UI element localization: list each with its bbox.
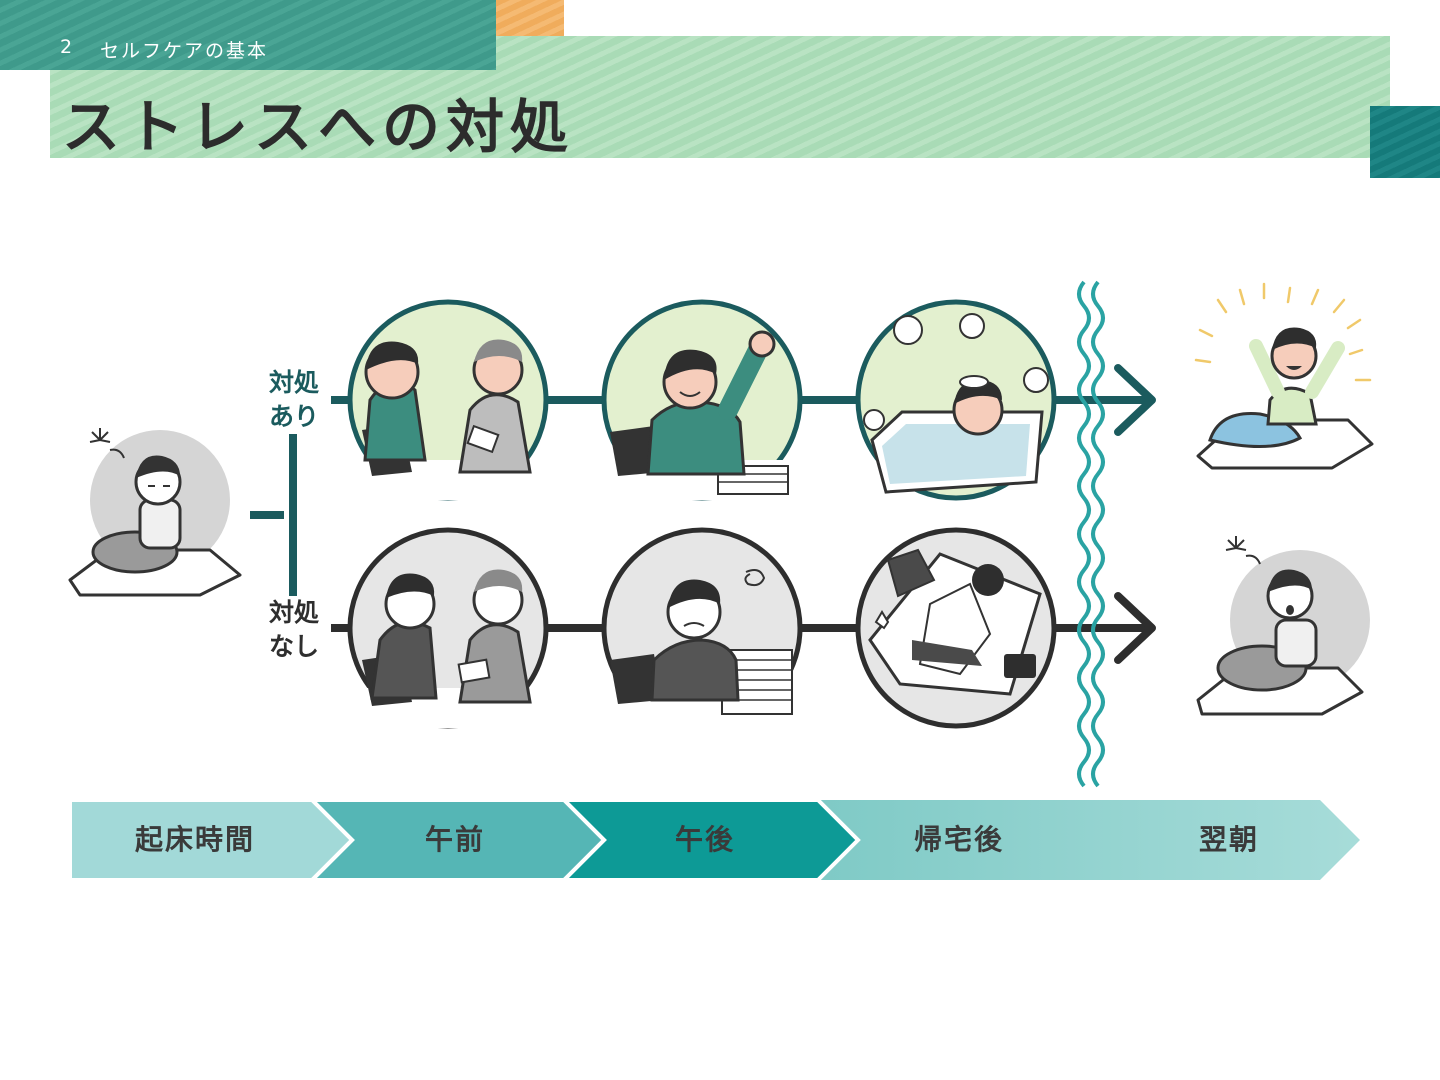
timeline-label-morning: 午前 xyxy=(424,823,485,856)
branch-label-without-coping-line1: 対処 xyxy=(257,596,331,630)
section-tab xyxy=(0,0,496,70)
branch-label-without-coping: 対処 なし xyxy=(257,596,331,664)
night-separator-wave xyxy=(1077,280,1105,788)
page-title: ストレスへの対処 xyxy=(62,93,575,161)
scene-evening-bath xyxy=(855,299,1057,501)
branch-label-without-coping-line2: なし xyxy=(257,630,331,664)
timeline-label-afternoon: 午後 xyxy=(674,823,735,856)
scene-morning-consultation xyxy=(347,299,549,501)
branch-label-with-coping-line2: あり xyxy=(257,400,331,434)
scene-afternoon-stretch xyxy=(601,299,803,501)
tired-wakeup-illustration xyxy=(68,428,242,597)
branch-label-with-coping-line1: 対処 xyxy=(257,366,331,400)
header-accent xyxy=(496,0,564,36)
header-corner-accent xyxy=(1370,106,1440,178)
refreshed-wakeup-illustration xyxy=(1194,282,1374,470)
branch-label-with-coping: 対処 あり xyxy=(257,366,331,434)
timeline-label-after-home: 帰宅後 xyxy=(913,823,1004,856)
arrow-head-without-coping xyxy=(1114,592,1156,664)
timeline-label-wakeup: 起床時間 xyxy=(134,823,255,856)
timeline-segment-after-home-next-morning xyxy=(818,800,1360,880)
tired-next-morning-illustration xyxy=(1196,536,1370,716)
scene-evening-collapse xyxy=(855,527,1057,729)
timeline-segment-wakeup xyxy=(70,800,355,880)
scene-morning-consultation-stressed xyxy=(347,527,549,729)
arrow-head-with-coping xyxy=(1114,364,1156,436)
section-number: 2 xyxy=(60,36,74,58)
scene-afternoon-overwork xyxy=(601,527,803,730)
timeline-bar xyxy=(70,800,1360,880)
section-label: セルフケアの基本 xyxy=(100,40,269,62)
timeline-label-next-morning: 翌朝 xyxy=(1198,823,1259,856)
